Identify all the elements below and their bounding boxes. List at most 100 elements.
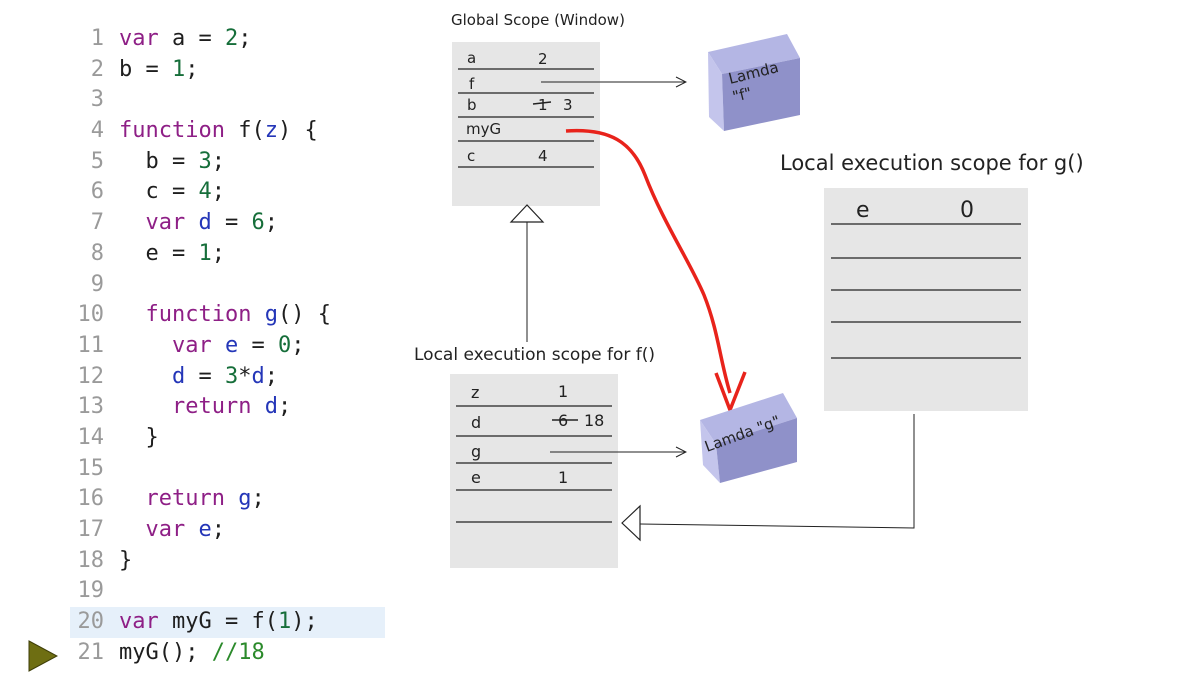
code-token: = [238,332,278,358]
code-token: c = [119,179,199,205]
code-token: = [211,210,252,236]
line-number: 10 [77,302,105,328]
line-number: 4 [90,118,104,144]
global-var-myg-name: myG [466,120,501,138]
code-line: 1 var a = 2; [70,24,385,55]
code-token: 2 [224,26,239,51]
line-number: 20 [77,609,105,635]
code-token: * [238,363,252,389]
code-token: 1 [277,609,292,635]
code-token: var [171,332,212,358]
code-token: e [224,332,239,358]
code-token: } [119,424,159,450]
line-number: 8 [90,240,104,266]
code-token: myG = f( [158,609,278,635]
scope-g-panel: Local execution scope for g() e 0 [780,151,1084,411]
code-token: ; [238,26,252,51]
code-token: ; [185,56,199,82]
code-line: 5 b = 3; [70,147,385,178]
code-line: 3 [70,85,385,116]
global-var-a-name: a [467,49,476,67]
code-line: 7 var d = 6; [70,208,385,239]
code-token: e = [119,240,199,266]
code-token: ; [211,148,225,174]
line-number: 6 [90,179,104,205]
code-token: ; [211,179,225,205]
scope-f-var-d-name: d [471,413,481,432]
red-arrowhead-icon [714,371,747,412]
line-number: 7 [90,210,104,236]
myg-reference-red-arrow [565,128,732,394]
code-token: 3 [198,148,212,174]
current-line-arrow-icon [28,640,58,672]
line-number: 2 [90,56,104,82]
code-token: d [264,394,278,420]
code-line: 13 return d; [70,392,385,423]
line-number: 11 [77,332,105,358]
code-line: 16 return g; [70,484,385,515]
code-token: g [264,302,278,328]
lambda-f-block: Lamda "f" [708,34,800,131]
code-line: 4 function f(z) { [70,116,385,147]
code-token: ) { [277,118,318,144]
code-token: z [264,118,278,144]
code-line: 10 function g() { [70,300,385,331]
code-line: 12 d = 3*d; [70,362,385,393]
scope-f-panel: z 1 d 6 18 g e 1 [450,374,618,568]
global-var-c-name: c [467,147,475,165]
line-number: 12 [77,363,105,389]
scope-f-var-g-name: g [471,442,481,461]
code-token: a = [158,26,225,51]
line-number: 16 [77,486,105,512]
global-var-b-value: 3 [563,96,573,114]
code-token: 4 [198,179,212,205]
global-var-c-value: 4 [538,147,548,165]
scope-f-var-z-name: z [471,383,479,402]
code-token: return [145,486,225,512]
code-token: function [145,302,252,328]
line-number: 19 [77,578,105,604]
scope-g-box [824,188,1028,411]
code-line: 19 [70,576,385,607]
code-token: () { [277,302,331,328]
scope-f-var-e-name: e [471,468,481,487]
global-var-b-name: b [467,96,477,114]
code-token: myG(); [119,639,212,665]
code-token: ; [211,240,225,266]
code-token: g [238,486,252,512]
scope-g-var-e-value: 0 [960,198,974,223]
code-token: 6 [251,210,265,236]
code-token: } [119,547,133,573]
code-token: d [171,363,186,389]
lambda-g-block: Lamda "g" [700,393,797,483]
code-token: b = [119,148,199,174]
line-number: 14 [77,424,105,450]
lambda-f-label-line2: "f" [731,84,754,106]
code-line: 17 var e; [70,515,385,546]
code-token: function [119,118,225,144]
code-line: 11 var e = 0; [70,331,385,362]
global-scope-panel: Global Scope (Window) a 2 f b 1 3 myG c … [451,11,625,206]
code-token: 0 [277,332,292,358]
code-token: ); [291,609,318,635]
code-token: b = [119,56,172,82]
code-token: d [198,210,212,236]
global-scope-title: Global Scope (Window) [451,11,625,29]
code-token: var [119,26,159,51]
global-var-b-old-value: 1 [538,96,548,114]
code-token: 3 [224,363,239,389]
code-line: 8 e = 1; [70,239,385,270]
code-token: f( [224,118,265,144]
line-number: 5 [90,148,104,174]
code-token: var [145,210,186,236]
code-token: ; [211,517,225,542]
code-token: ; [291,332,305,358]
code-line: 18} [70,546,385,577]
code-line: 6 c = 4; [70,177,385,208]
line-number: 1 [90,26,104,51]
